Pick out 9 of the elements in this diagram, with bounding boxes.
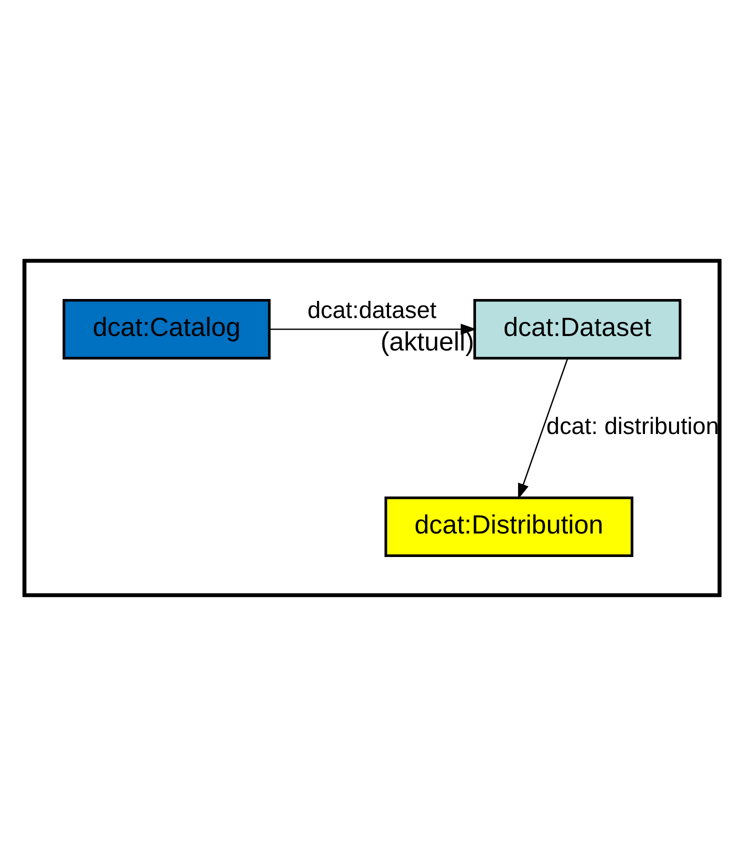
node-box: dcat:Dataset xyxy=(473,298,682,360)
node-box: dcat:Distribution xyxy=(384,496,634,558)
arrow xyxy=(270,324,477,335)
edge-label: dcat:dataset xyxy=(307,298,437,324)
node-label: (aktuell) xyxy=(380,326,474,356)
arrow xyxy=(518,358,568,500)
edge-label: dcat: distribution xyxy=(546,414,719,440)
node-box: dcat:Catalog xyxy=(62,298,271,360)
cluster xyxy=(22,258,722,598)
